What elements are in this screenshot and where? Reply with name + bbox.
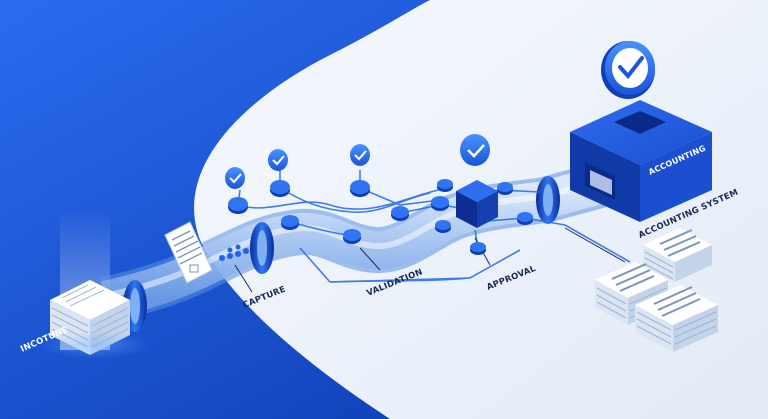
pipe-ring-2 bbox=[250, 222, 274, 274]
node-dot-icon bbox=[281, 215, 299, 230]
node-dot-icon bbox=[228, 197, 248, 214]
node-dot-icon bbox=[470, 242, 486, 255]
node-dot-icon bbox=[391, 206, 409, 221]
invoice-document-icon bbox=[164, 221, 213, 284]
check-circle-icon bbox=[268, 149, 288, 171]
source-glow bbox=[40, 331, 150, 359]
node-dot-icon bbox=[435, 220, 451, 233]
node-dot-icon bbox=[270, 180, 290, 197]
check-circle-icon bbox=[460, 134, 490, 166]
check-circle-icon bbox=[350, 144, 370, 166]
network-nodes bbox=[228, 179, 533, 255]
paper-stack-icon bbox=[643, 228, 712, 282]
node-dot-icon bbox=[437, 179, 453, 192]
cube-hub-icon bbox=[456, 180, 498, 228]
pipe-ring-3 bbox=[536, 176, 560, 224]
check-circle-icon bbox=[225, 167, 245, 189]
node-dot-icon bbox=[350, 180, 370, 197]
node-dot-icon bbox=[431, 196, 449, 211]
node-dot-icon bbox=[517, 212, 533, 225]
paper-stack-icon bbox=[635, 285, 718, 352]
check-circle-icon bbox=[601, 41, 655, 99]
accounting-box bbox=[570, 100, 712, 222]
node-dot-icon bbox=[343, 229, 361, 244]
node-dot-icon bbox=[497, 182, 513, 195]
data-flow-dots bbox=[219, 244, 249, 261]
